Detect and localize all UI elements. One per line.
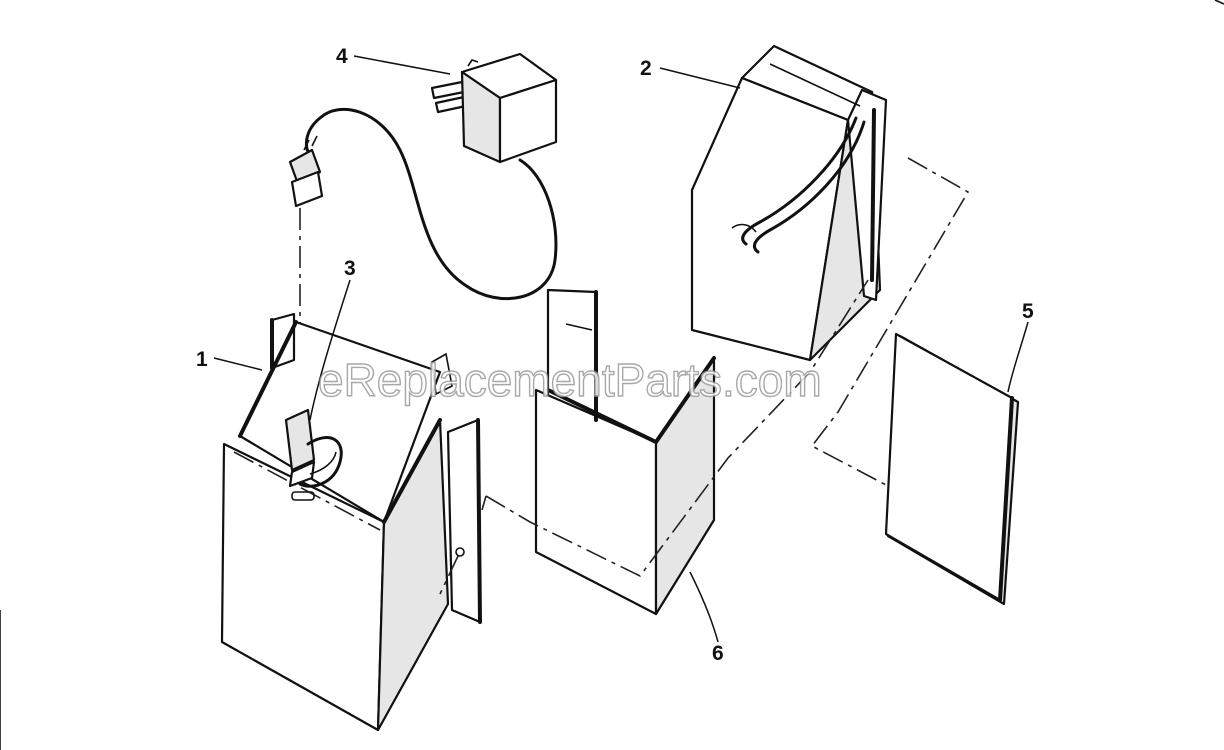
- callout-2: 2: [640, 57, 652, 80]
- callout-4: 4: [336, 45, 348, 68]
- panel-alignment-line: [810, 157, 970, 487]
- callout-5: 5: [1022, 300, 1034, 323]
- housing-alignment-line-2: [481, 495, 487, 511]
- housing-alignment-line: [485, 279, 869, 578]
- part-4-ac-adapter: [288, 52, 558, 301]
- callout-labels: 1 2 3 4 5 6: [196, 45, 1034, 665]
- callout-6: 6: [712, 642, 724, 665]
- part-1-housing: [220, 312, 482, 732]
- callout-leaders: [213, 55, 1029, 643]
- watermark-text: eReplacementParts.com: [318, 354, 822, 406]
- part-5-panel: [884, 332, 1020, 606]
- callout-1: 1: [196, 348, 208, 371]
- part-6-u-channel: [534, 288, 716, 616]
- callout-3: 3: [344, 257, 356, 280]
- part-2-battery-pack: [690, 44, 888, 362]
